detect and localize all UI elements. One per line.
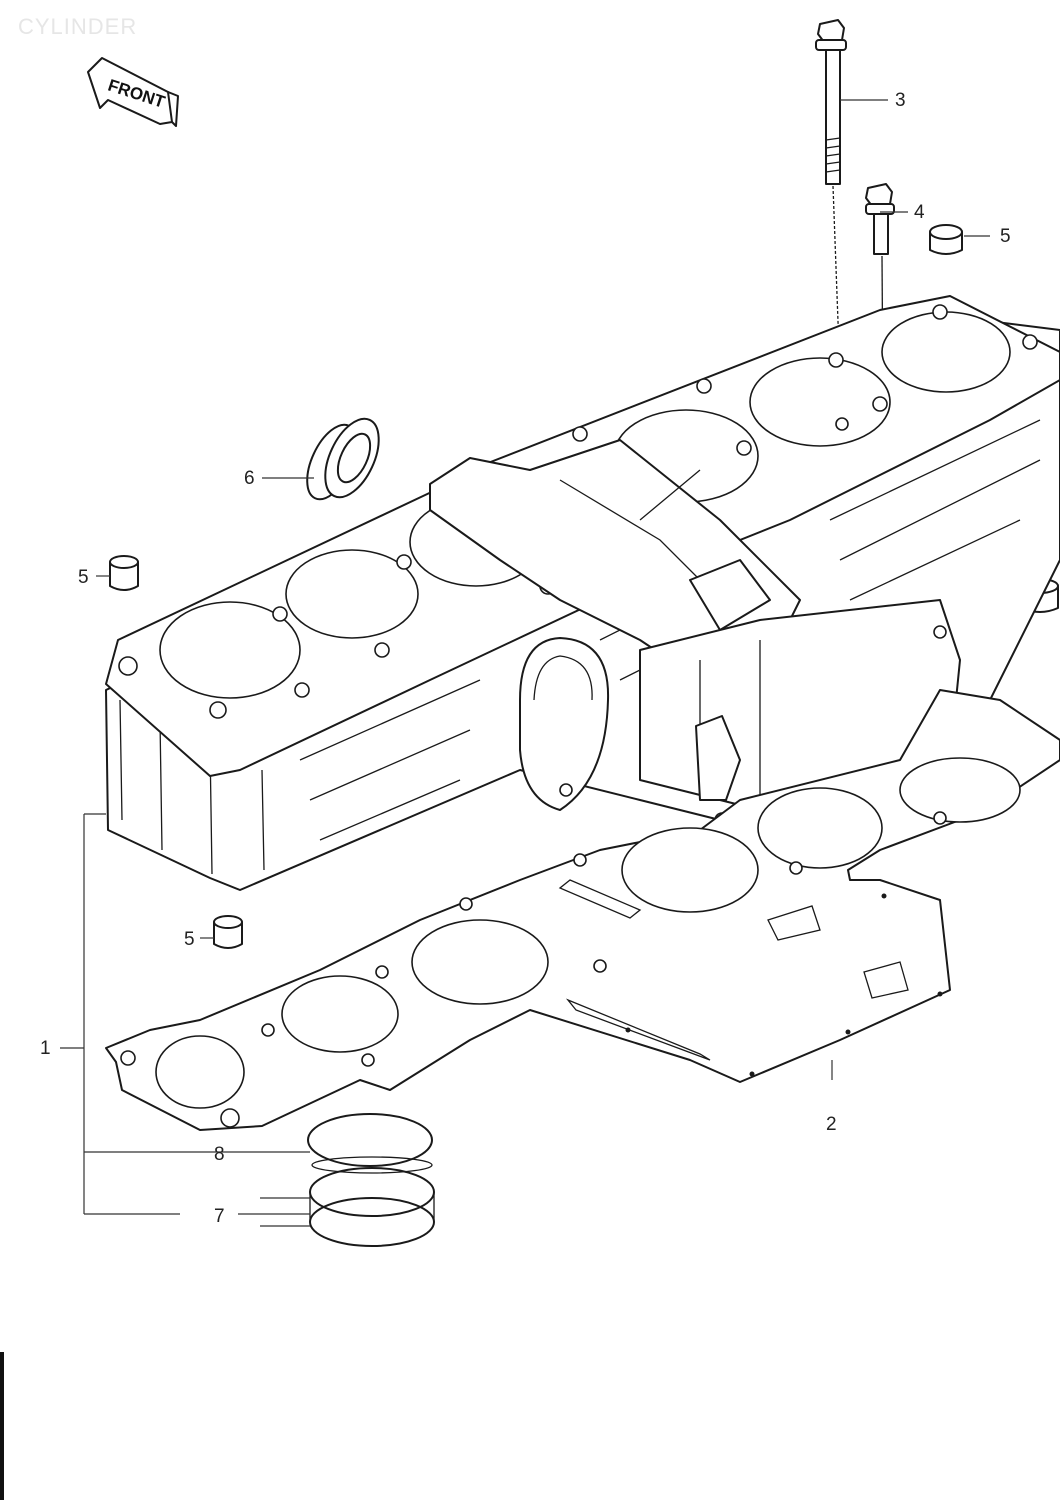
callout-6: 6 <box>244 468 255 489</box>
callout-5-bottom: 5 <box>184 929 195 950</box>
o-ring-8 <box>307 1113 433 1174</box>
o-ring-7 <box>309 1167 435 1247</box>
callout-5-top: 5 <box>1000 226 1011 247</box>
oil-seal <box>306 417 380 501</box>
scan-edge-bar <box>0 1352 4 1500</box>
callout-1: 1 <box>40 1038 51 1059</box>
callout-4: 4 <box>914 202 925 223</box>
callout-3: 3 <box>895 90 906 111</box>
callout-5-left: 5 <box>78 567 89 588</box>
callout-7: 7 <box>214 1206 225 1227</box>
base-gasket <box>105 689 1060 1131</box>
callout-8: 8 <box>214 1144 225 1165</box>
leader-lines <box>60 99 990 1227</box>
front-arrow-icon: FRONT <box>87 57 179 127</box>
page-title: CYLINDER <box>18 14 138 39</box>
callout-2: 2 <box>826 1114 837 1135</box>
long-bolt <box>815 19 847 431</box>
dowel-pin-left <box>109 555 139 591</box>
dowel-pin-top <box>929 224 963 255</box>
dowel-pin-bottom <box>213 915 243 949</box>
